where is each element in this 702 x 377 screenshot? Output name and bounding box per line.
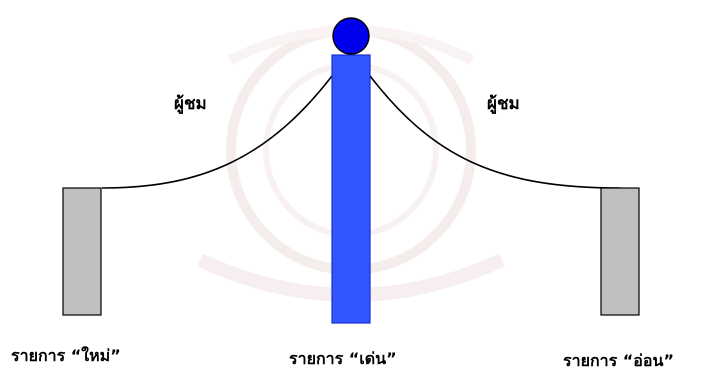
- audience-curve-left: [101, 67, 339, 189]
- new-program-bar: [62, 187, 102, 316]
- weak-program-bar: [600, 187, 640, 316]
- weak-program-caption: รายการ “อ่อน”: [563, 351, 674, 370]
- new-program-caption: รายการ “ใหม่”: [11, 346, 121, 365]
- featured-program-caption: รายการ “เด่น”: [289, 349, 397, 368]
- featured-program-bar: [331, 54, 371, 324]
- audience-curve-right: [363, 67, 621, 189]
- audience-label-right: ผู้ชม: [487, 94, 520, 115]
- audience-label-left: ผู้ชม: [174, 94, 207, 115]
- top-ball: [332, 17, 370, 55]
